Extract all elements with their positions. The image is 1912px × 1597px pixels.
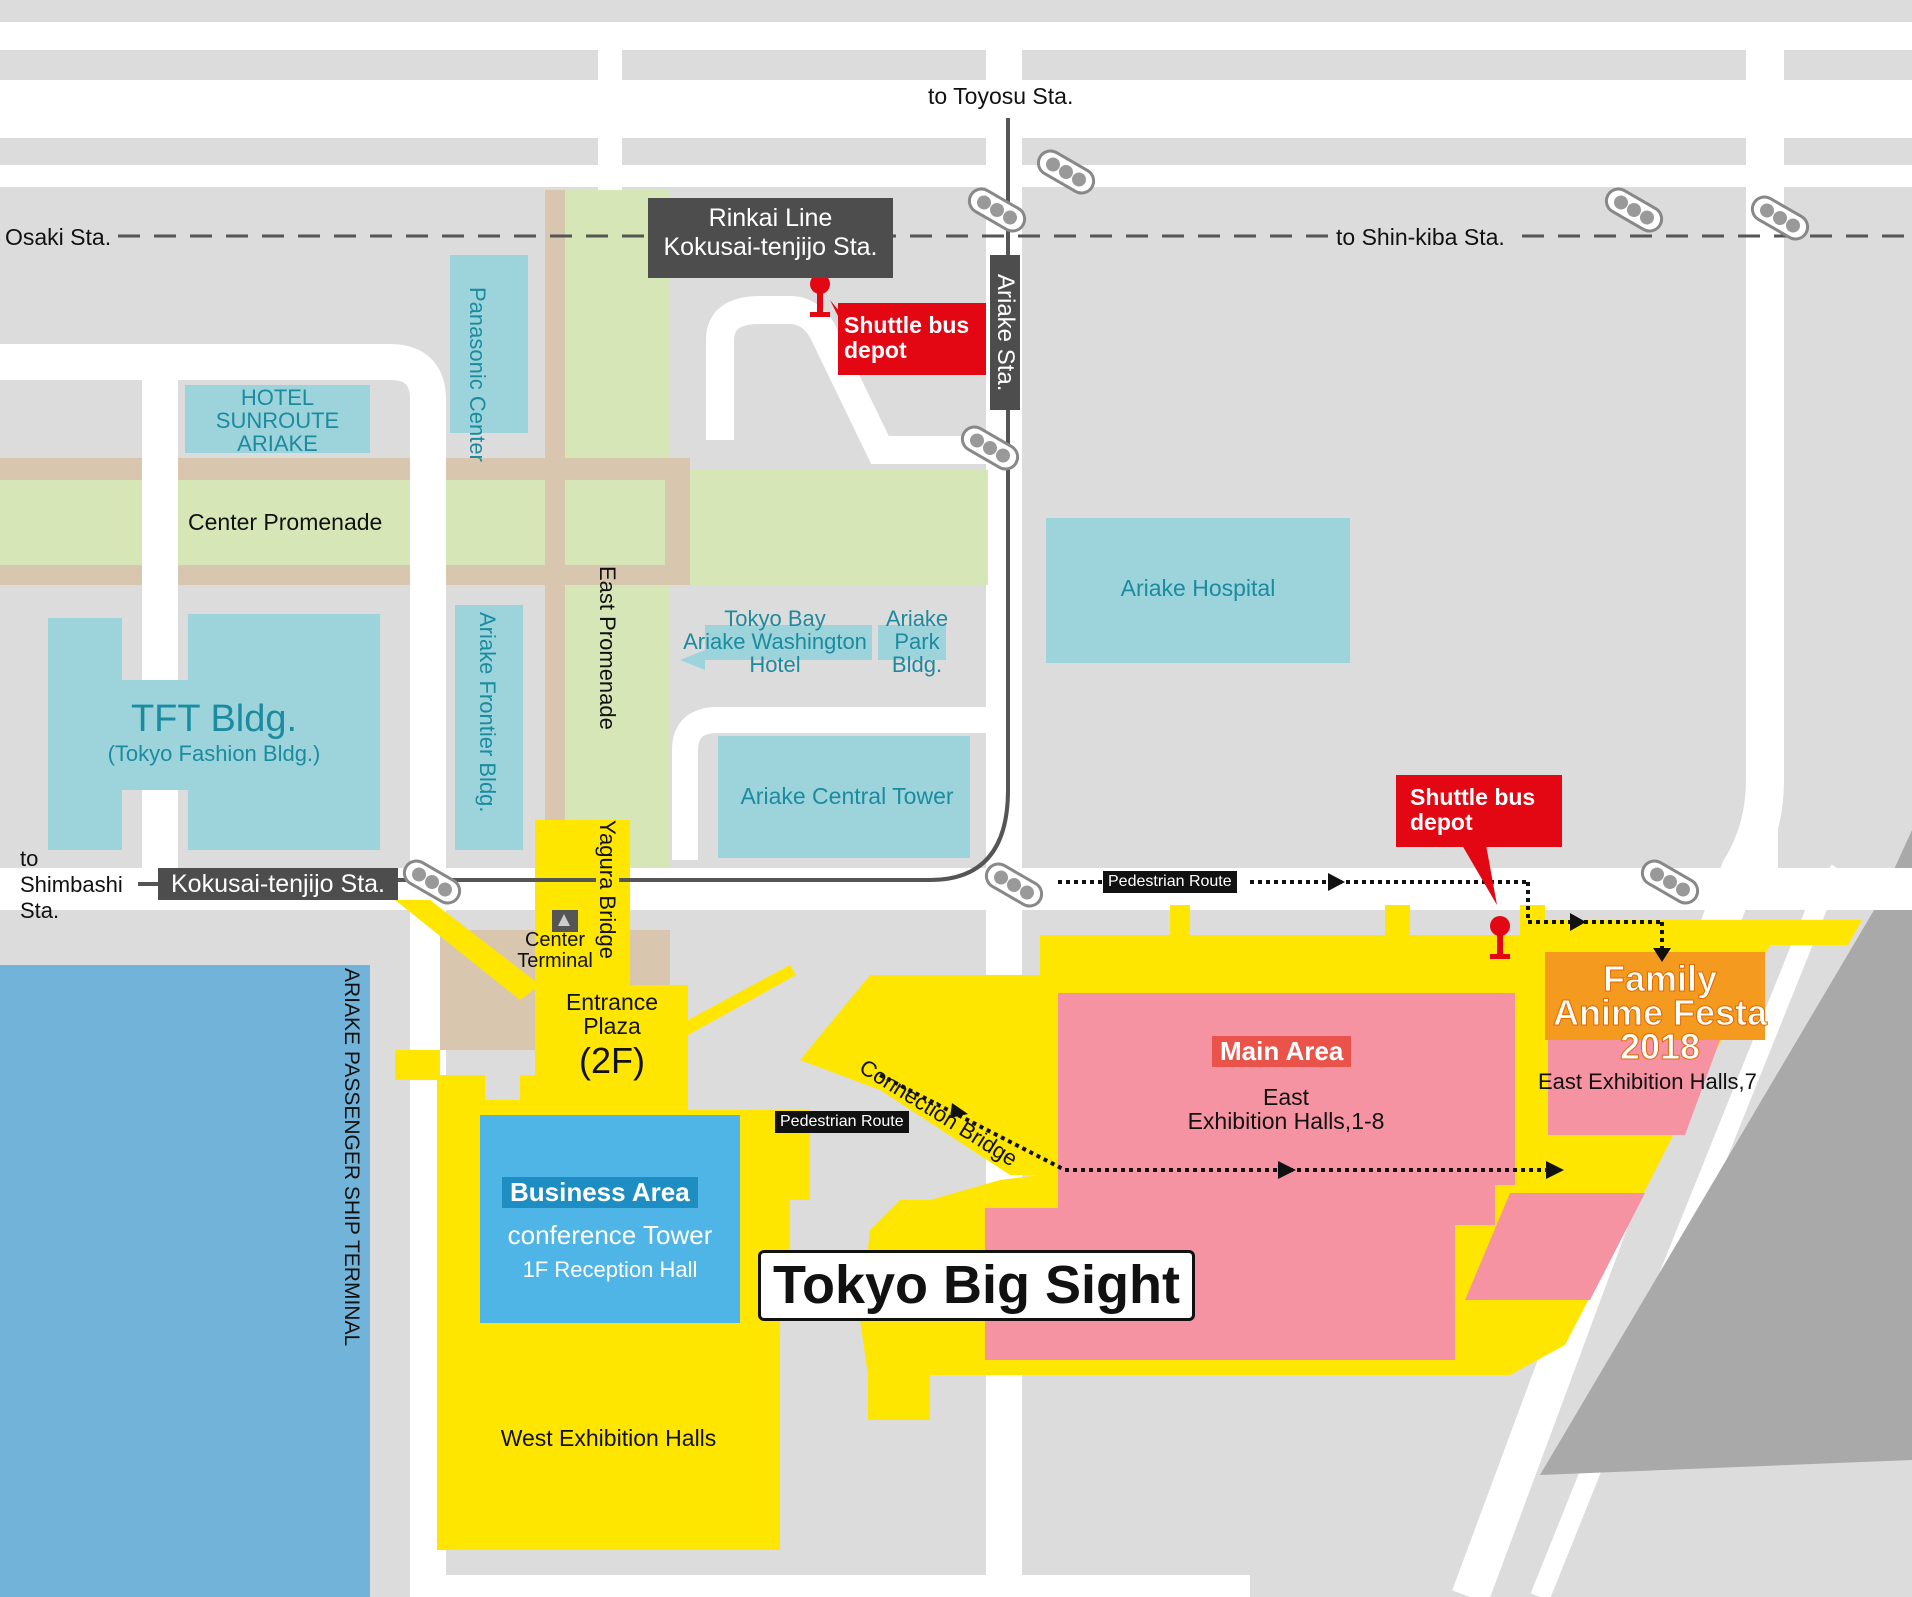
rinkai-line-label: Rinkai Line (708, 204, 833, 232)
ariake-sta-sign[interactable]: Ariake Sta. (990, 255, 1020, 410)
conference-tower-label: conference Tower (507, 1220, 713, 1250)
center-terminal-label: Center Terminal (505, 930, 605, 972)
business-area-badge[interactable]: Business Area (502, 1177, 698, 1209)
east-promenade-label: East Promenade (595, 566, 621, 730)
central-tower-block (718, 736, 970, 858)
big-sight-label[interactable]: Tokyo Big Sight (758, 1250, 1195, 1321)
east-halls-label: East Exhibition Halls,1-8 (1136, 1085, 1436, 1133)
hotel-line3: ARIAKE (237, 431, 318, 457)
traffic-signal-icon (967, 187, 1027, 233)
shuttle-depot-line2: depot (844, 337, 907, 364)
festa-line1: Family (1602, 958, 1718, 999)
west-halls-label: West Exhibition Halls (500, 1425, 717, 1451)
hotel-line2: SUNROUTE (215, 408, 340, 434)
arrow-down-icon (1653, 948, 1671, 962)
shuttle-depot-north[interactable]: Shuttle bus depot (838, 303, 986, 375)
washington-block (680, 625, 872, 670)
shimbashi-label: Shimbashi (20, 872, 123, 897)
to-label: to (20, 846, 39, 871)
festa-label[interactable]: Family Anime Festa 2018 (1530, 958, 1790, 1068)
pedestrian-route-label-north: Pedestrian Route (1103, 871, 1237, 893)
center-terminal-line1: Center (524, 929, 586, 951)
park-label: Ariake Park Bldg. (875, 607, 959, 676)
center-promenade-label: Center Promenade (188, 509, 383, 535)
yurikamome-line (160, 118, 1010, 882)
east-7-label: East Exhibition Halls,7 (1538, 1069, 1757, 1094)
entrance-plaza-label: Entrance Plaza (2F) (548, 990, 676, 1080)
entrance-line1: Entrance (565, 989, 659, 1015)
shuttle-depot-line1: Shuttle bus (844, 312, 970, 338)
park-line3: Bldg. (891, 652, 943, 678)
frontier-block (455, 605, 523, 850)
traffic-signal-icon (984, 862, 1044, 908)
ship-terminal-line2: SHIP TERMINAL (340, 1185, 364, 1347)
shinkiba-label: to Shin-kiba Sta. (1328, 225, 1513, 249)
pedestrian-route-label-bridge: Pedestrian Route (775, 1111, 909, 1133)
arrow-right-icon (1278, 1161, 1296, 1179)
hospital-label: Ariake Hospital (1120, 575, 1276, 601)
traffic-signal-icon (960, 425, 1020, 471)
traffic-signal-icon (1604, 187, 1664, 233)
panasonic-label: Panasonic Center (465, 287, 491, 462)
osaki-label: Osaki Sta. (5, 224, 112, 250)
connection-bridge (800, 975, 1050, 1175)
washington-line2: Ariake Washington (683, 629, 867, 655)
central-tower-label: Ariake Central Tower (740, 783, 954, 809)
bay-water (0, 965, 370, 1597)
ship-terminal-label: ARIAKE PASSENGER SHIP TERMINAL (340, 968, 364, 1347)
park-block (878, 625, 946, 660)
tft-label: TFT Bldg. (130, 698, 298, 740)
east-line1: East (1262, 1084, 1310, 1110)
hotel-label: HOTEL SUNROUTE ARIAKE (195, 386, 360, 455)
panasonic-center-block (450, 255, 528, 433)
traffic-signal-icon (1036, 149, 1096, 195)
festa-block (1545, 952, 1765, 1040)
shuttle-depot-east[interactable]: Shuttle bus depot (1396, 775, 1562, 847)
rinkai-station-sign[interactable]: Rinkai Line Kokusai-tenjijo Sta. (648, 198, 893, 278)
washington-line3: Hotel (749, 652, 801, 678)
frontier-label: Ariake Frontier Bldg. (475, 612, 501, 813)
sta-label: Sta. (20, 898, 60, 923)
main-area-badge[interactable]: Main Area (1212, 1036, 1352, 1068)
yagura-bridge-label: Yagura Bridge (595, 820, 621, 960)
arrow-right-icon (950, 1103, 968, 1118)
arrow-right-icon (1546, 1161, 1564, 1179)
tft-sub-label: (Tokyo Fashion Bldg.) (107, 741, 321, 766)
kokusai-yurikamome-sign[interactable]: Kokusai-tenjijo Sta. (158, 868, 398, 900)
arrow-right-icon (1570, 913, 1586, 931)
traffic-signal-icon (1750, 195, 1810, 241)
toyosu-label: to Toyosu Sta. (928, 83, 1074, 109)
traffic-signal-icon (402, 859, 462, 905)
festa-line2: Anime Festa (1552, 992, 1768, 1034)
center-terminal-line2: Terminal (517, 950, 593, 972)
east-line2: Exhibition Halls,1-8 (1187, 1108, 1385, 1135)
business-area-block (480, 1115, 740, 1323)
escalator-icon (552, 910, 578, 932)
east-hall-7 (1548, 1040, 1720, 1135)
traffic-signal-icon (1640, 859, 1700, 905)
shuttle-depot-line1: Shuttle bus (1410, 784, 1536, 810)
entrance-plaza (535, 985, 688, 1115)
bus-stop-pin-icon (1490, 916, 1510, 959)
entrance-line2: Plaza (583, 1013, 641, 1040)
park-line2: Park (894, 629, 940, 655)
hospital-block (1046, 518, 1350, 663)
tft-block (48, 614, 380, 850)
entrance-line3: (2F) (579, 1040, 645, 1082)
washington-line1: Tokyo Bay (724, 606, 826, 631)
ship-terminal-line1: ARIAKE PASSENGER (340, 968, 364, 1181)
rinkai-station-label: Kokusai-tenjijo Sta. (663, 232, 878, 261)
shuttle-depot-line2: depot (1410, 809, 1473, 836)
reception-label: 1F Reception Hall (522, 1257, 698, 1282)
arrow-right-icon (1328, 873, 1345, 891)
washington-label: Tokyo Bay Ariake Washington Hotel (675, 607, 875, 676)
park-line1: Ariake (885, 606, 949, 631)
east-hall-extra (1465, 1193, 1645, 1300)
hotel-sunroute-block (185, 385, 370, 453)
bus-stop-pin-icon (810, 274, 830, 317)
festa-line3: 2018 (1619, 1026, 1701, 1068)
hotel-line1: HOTEL (240, 385, 315, 410)
